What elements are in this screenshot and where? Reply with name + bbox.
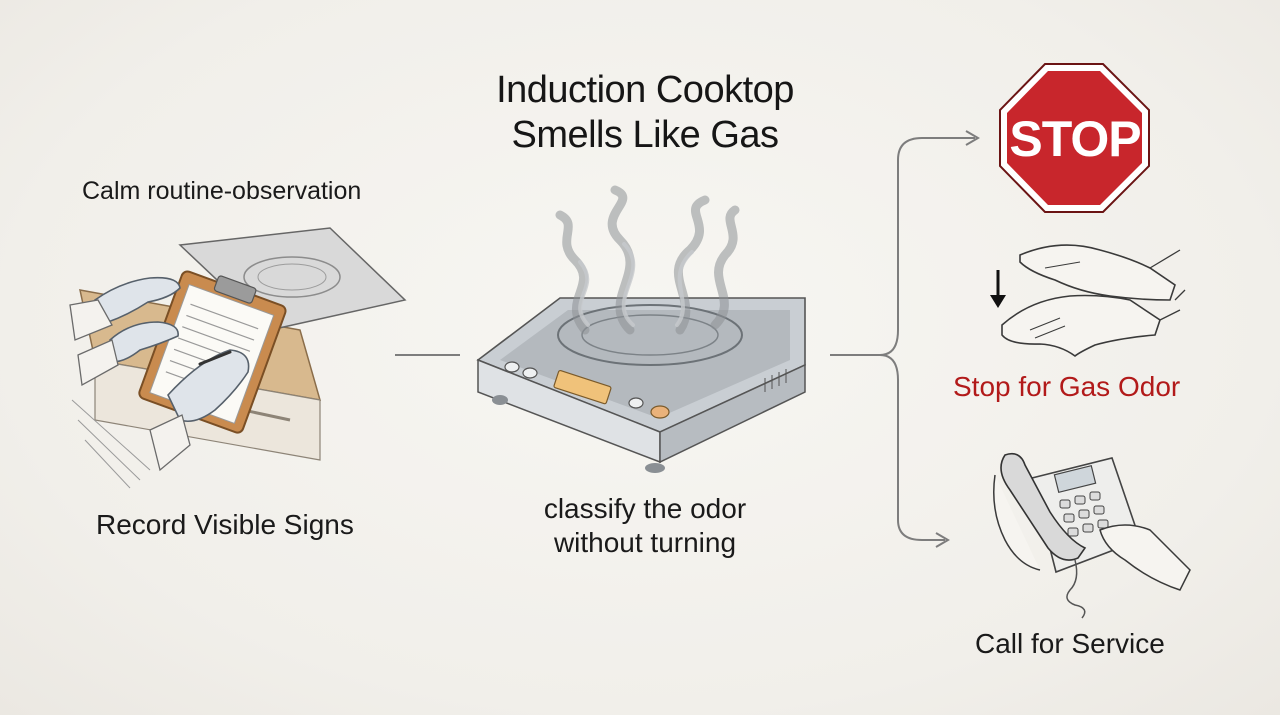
diagram-title: Induction Cooktop Smells Like Gas (430, 68, 860, 158)
gloved-hands-clipboard-icon (69, 227, 407, 489)
stop-caption: Stop for Gas Odor (953, 371, 1181, 402)
arrowhead-upper (965, 130, 980, 146)
center-caption: classify the odor without turning (480, 492, 810, 560)
induction-cooktop-fumes-icon (476, 185, 806, 473)
connector-lower-branch (879, 354, 945, 541)
stop-sign-text: STOP (1009, 111, 1140, 167)
stop-sign-icon: STOP (999, 63, 1150, 213)
left-subtitle: Calm routine-observation (82, 177, 362, 205)
connector-center-branch (830, 137, 975, 356)
center-caption-line-1: classify the odor (543, 493, 747, 524)
hands-down-gesture-icon (990, 244, 1186, 358)
title-line-1: Induction Cooktop (496, 69, 794, 111)
call-caption: Call for Service (975, 628, 1165, 659)
arrowhead-lower (935, 532, 950, 548)
connector-lines (395, 130, 980, 548)
telephone-call-icon (993, 452, 1191, 619)
title-line-2: Smells Like Gas (511, 114, 779, 156)
center-caption-line-2: without turning (553, 527, 737, 558)
left-caption: Record Visible Signs (96, 509, 354, 540)
